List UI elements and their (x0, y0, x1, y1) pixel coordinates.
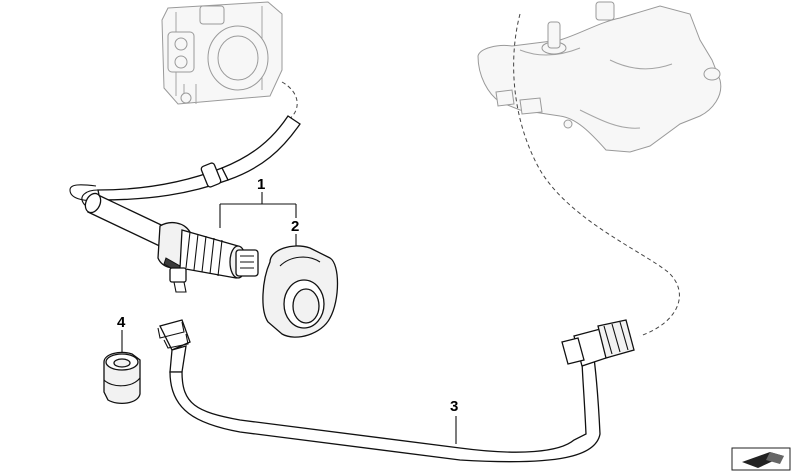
throttle-body (161, 1, 283, 105)
callout-2: 2 (291, 218, 299, 235)
routing-line-dashed (513, 13, 680, 337)
small-grommet (103, 351, 141, 405)
ventilation-hose (157, 319, 635, 463)
catalog-arrow-icon (731, 447, 791, 471)
vacuum-line-upper (281, 81, 298, 121)
callout-1: 1 (257, 176, 265, 193)
grommet-ring (262, 245, 339, 338)
callout-4: 4 (117, 314, 126, 331)
breather-valve (84, 192, 259, 293)
leader-lines (121, 192, 457, 444)
engine-cover (477, 1, 722, 153)
callout-3: 3 (450, 398, 458, 415)
